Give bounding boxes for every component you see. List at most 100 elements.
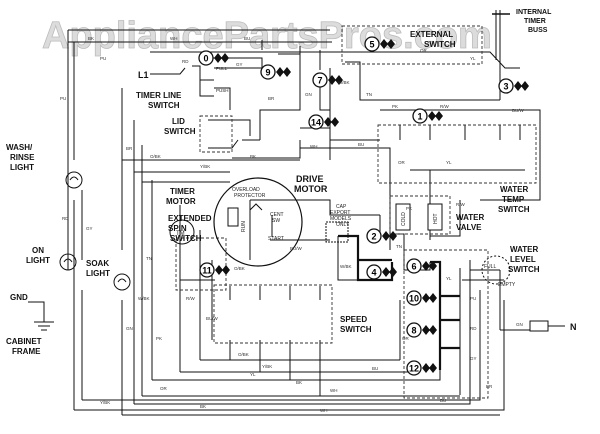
cent-sw-label: CENT SW [270, 212, 285, 224]
push-label: PUSH [216, 88, 229, 93]
wire-code: WH [310, 144, 318, 149]
on-light-label: ON LIGHT [26, 246, 50, 265]
contact-1-points [428, 111, 443, 121]
contact-3-ring [498, 78, 514, 94]
wire-code: Y/BK [262, 364, 272, 369]
wire-code: BU [244, 36, 250, 41]
wire-code: GN [516, 322, 523, 327]
motor-windings [227, 203, 273, 237]
l1-label: L1 [138, 70, 149, 80]
start-label: START [268, 236, 284, 242]
svg-text:COLD: COLD [401, 212, 407, 226]
timer-motor-symbol [169, 219, 195, 245]
wire-code: OR [402, 336, 410, 341]
timer-line-switch-label: TIMER LINE SWITCH [136, 91, 184, 110]
contact-10-points [422, 293, 437, 303]
component-boxes [175, 25, 537, 399]
contact-9-points [276, 67, 291, 77]
wire-code: BK [200, 404, 206, 409]
external-switch-box [341, 25, 483, 65]
timer-motor-label: TIMER MOTOR [166, 187, 197, 206]
wire-code: BK [88, 36, 94, 41]
wire-code: BU [440, 398, 446, 403]
contact-12-points [422, 363, 437, 373]
contact-9-number: 9 [265, 68, 270, 78]
full-label: FULL [484, 264, 496, 270]
contact-4-ring [366, 264, 382, 280]
wire-code: BR [486, 384, 493, 389]
wire-code: PU [470, 296, 476, 301]
cold-valve-coil [395, 203, 411, 231]
wire-code: PU [100, 56, 106, 61]
contact-9: 9 [260, 64, 291, 80]
hot-valve-coil [427, 203, 443, 231]
wire-code: R/W [186, 296, 196, 301]
wire-code: O/BK [234, 266, 245, 271]
speed-switch-box [213, 284, 333, 344]
contact-1-ring [412, 108, 428, 124]
contact-5: 5 [364, 36, 395, 52]
wire-code: BU/W [290, 246, 303, 251]
soak-light-symbol [113, 273, 131, 291]
contact-11-number: 11 [202, 266, 212, 276]
water-temp-box [377, 124, 537, 184]
wire-code: Y/BK [100, 400, 110, 405]
extended-spin-box [175, 237, 227, 291]
watermark: AppliancePartsPros.com [42, 15, 492, 57]
wire-code: PU [60, 96, 66, 101]
contact-11-points [215, 265, 230, 275]
wire-code: W/BK [338, 80, 350, 85]
contact-0: 0 [198, 50, 229, 66]
wire-code: GY [470, 356, 477, 361]
contact-6-ring [406, 258, 422, 274]
contact-14-points [324, 117, 339, 127]
wire-code: GY [86, 226, 93, 231]
ground-symbol [28, 301, 54, 331]
contact-14: 14 [308, 114, 339, 130]
contact-2-ring [366, 228, 382, 244]
wire-code: WH [330, 388, 338, 393]
wash-rinse-light-label: WASH/ RINSE LIGHT [6, 143, 37, 172]
run-label: RUN [241, 221, 247, 232]
wire-code: BU/W [206, 316, 219, 321]
wire-code: PK [406, 206, 412, 211]
on-light-symbol [59, 253, 77, 271]
neutral-terminal [529, 320, 549, 332]
wire-code: RD [470, 326, 477, 331]
wire-code: YL [470, 56, 476, 61]
wire-code: O/BK [150, 154, 161, 159]
contact-4-number: 4 [371, 268, 376, 278]
contact-7-points [328, 75, 343, 85]
water-temp-switch-label: WATER TEMP SWITCH [498, 185, 531, 214]
contact-7-number: 7 [317, 76, 322, 86]
contact-7-ring [312, 72, 328, 88]
wire-code: RD [182, 59, 189, 64]
contact-2-number: 2 [371, 232, 376, 242]
wire-code: GN [305, 92, 312, 97]
wire-code: WH [170, 36, 178, 41]
svg-text:HOT: HOT [433, 213, 439, 224]
wire-code: WH [320, 408, 328, 413]
wire-network [67, 10, 565, 416]
wire-code: OR [398, 160, 406, 165]
contact-8: 8 [406, 322, 437, 338]
wire-code: Y/BK [200, 164, 210, 169]
contact-14-number: 14 [311, 118, 321, 128]
contact-8-ring [406, 322, 422, 338]
water-level-box [403, 249, 489, 399]
wire-code: BK [296, 380, 302, 385]
contact-11-ring [199, 262, 215, 278]
wire-code: W/BK [340, 264, 352, 269]
overload-protector-label: OVERLOAD PROTECTOR [232, 187, 266, 199]
contact-8-number: 8 [411, 326, 416, 336]
drive-motor-symbol [213, 177, 303, 267]
contact-2: 2 [366, 228, 397, 244]
wire-code: BU [358, 142, 364, 147]
contact-10-number: 10 [409, 294, 419, 304]
contact-7: 7 [312, 72, 343, 88]
contact-4-points [382, 267, 397, 277]
svg-text:TM: TM [176, 231, 185, 237]
external-switch-label: EXTERNAL SWITCH [410, 30, 456, 49]
